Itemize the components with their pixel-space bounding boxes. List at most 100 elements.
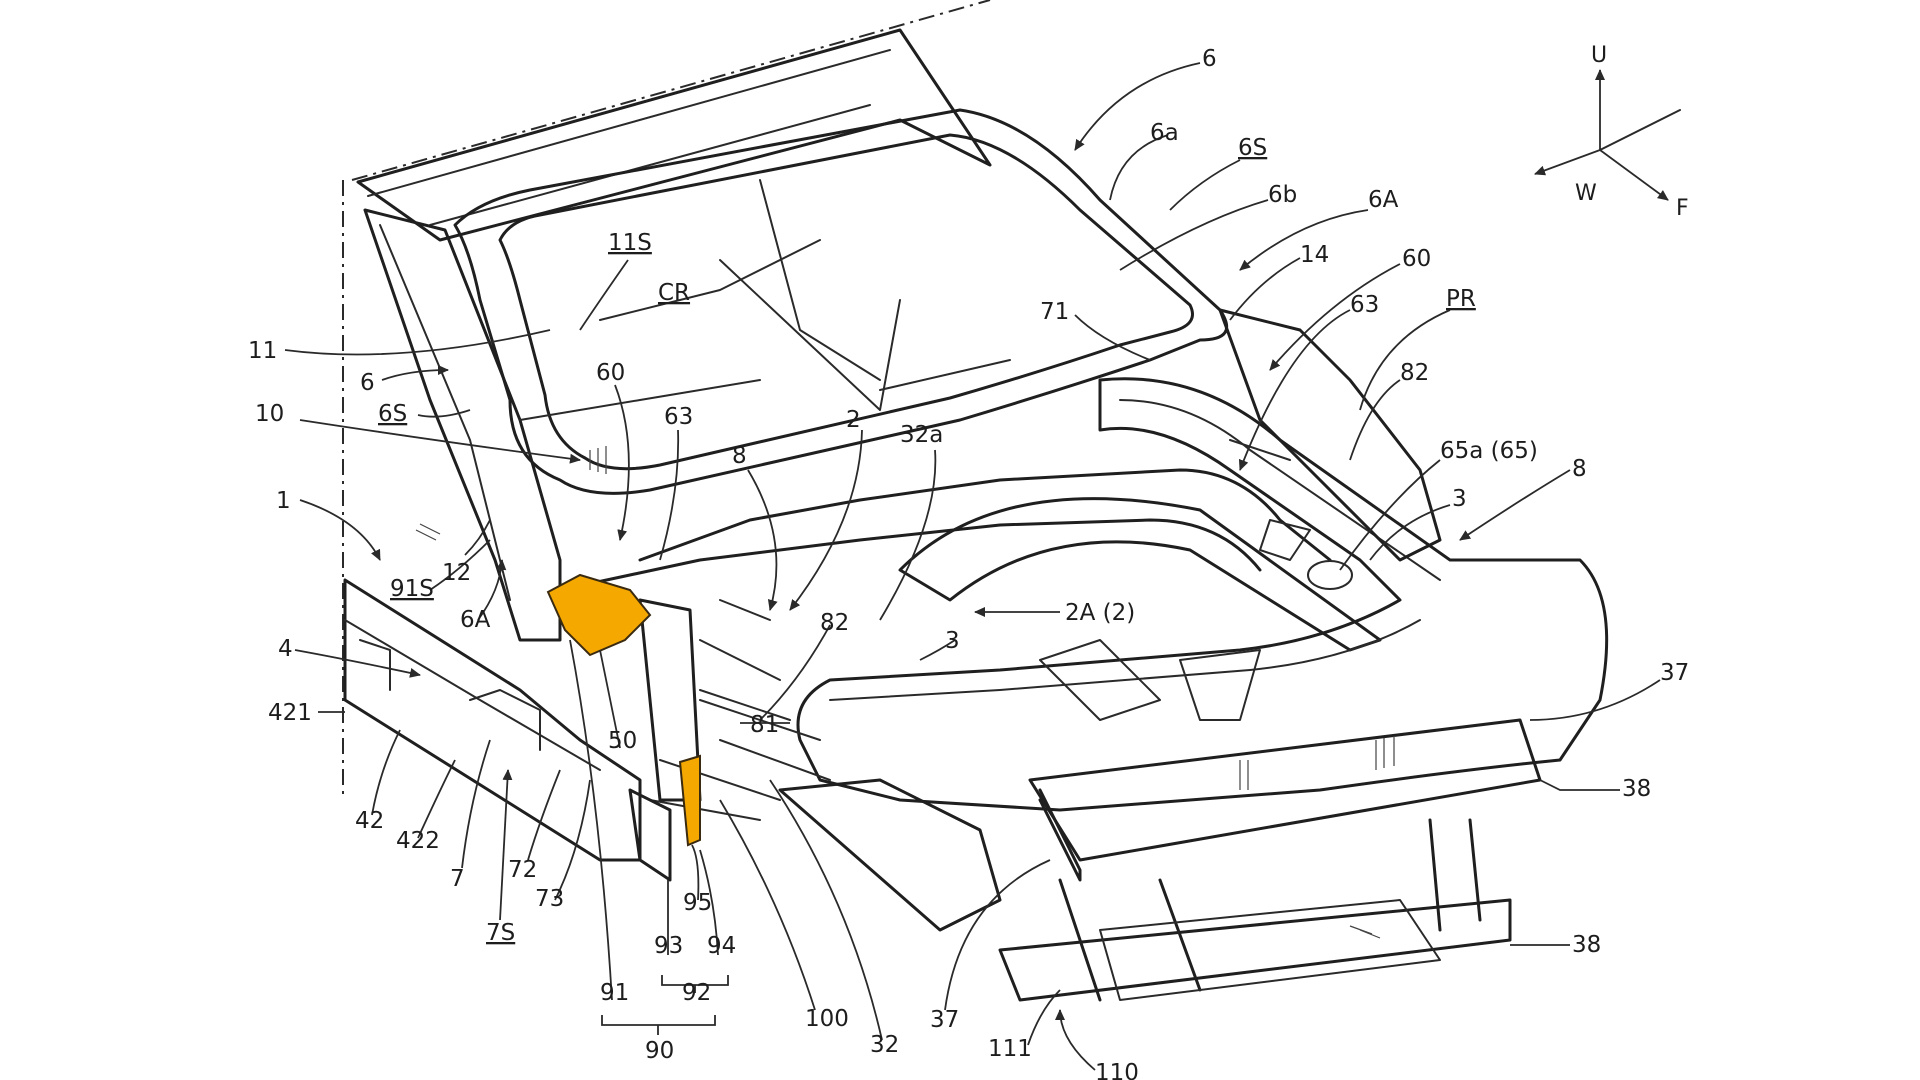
label-6S-right: 6S (1238, 135, 1267, 161)
rear-bumper-beam-upper (1028, 718, 1542, 862)
leader-6A-left (477, 559, 507, 621)
leader-2 (789, 429, 863, 611)
label-2A: 2A (2) (1065, 600, 1135, 626)
axis-front-arrow (1599, 149, 1669, 201)
label-42: 42 (355, 808, 384, 834)
lower-subframe-left (778, 778, 1002, 932)
leader-42 (371, 729, 401, 816)
label-421: 421 (268, 700, 312, 726)
roof-panel (356, 28, 992, 242)
label-1: 1 (276, 488, 291, 514)
lower-link-arms (649, 699, 831, 821)
leader-100 (719, 799, 816, 1011)
axis-width-arrow (1534, 149, 1601, 176)
right-upper-details (1229, 439, 1311, 561)
bumper-lower-tray (1099, 899, 1441, 1001)
leader-14 (1229, 257, 1301, 321)
highlighted-bracket-91 (546, 573, 652, 657)
leader-65a (1339, 459, 1441, 571)
label-7: 7 (450, 866, 465, 892)
label-4: 4 (278, 636, 293, 662)
leader-422 (417, 759, 456, 839)
cabin-shelf-line (519, 379, 761, 421)
shading-hatches (415, 446, 1395, 939)
axis-up-label: U (1591, 43, 1607, 68)
bracket-93 (628, 788, 672, 882)
leader-6S-left (417, 409, 471, 418)
label-PR: PR (1446, 286, 1476, 312)
label-100: 100 (805, 1006, 849, 1032)
leader-7 (461, 739, 491, 869)
label-91S: 91S (390, 576, 434, 602)
label-37-right: 37 (1660, 660, 1689, 686)
shock-mount-hole (1307, 560, 1353, 590)
leader-60-left (614, 384, 630, 541)
label-6A-right: 6A (1368, 187, 1399, 213)
label-6A-left: 6A (460, 607, 491, 633)
leader-91S (429, 539, 491, 591)
leader-6a (1109, 134, 1169, 201)
left-pillar (363, 208, 562, 642)
label-11: 11 (248, 338, 277, 364)
leader-73 (554, 779, 591, 901)
label-6-left: 6 (360, 370, 375, 396)
leader-82-center (759, 624, 831, 721)
leader-32a (879, 449, 937, 621)
highlighted-plate-95 (678, 754, 701, 847)
axis-width-label: W (1575, 181, 1597, 206)
leader-6A-right (1239, 209, 1369, 271)
label-63-left: 63 (664, 404, 693, 430)
label-91: 91 (600, 980, 629, 1006)
leader-63-right (1238, 309, 1351, 471)
label-92: 92 (682, 980, 711, 1006)
rear-center-brackets (1039, 639, 1261, 721)
leader-111 (1027, 989, 1061, 1046)
leader-8-left (747, 469, 778, 611)
leader-10 (299, 419, 581, 464)
label-8-left: 8 (732, 443, 747, 469)
label-6a: 6a (1150, 120, 1179, 146)
label-38-lower: 38 (1572, 932, 1601, 958)
label-73: 73 (535, 886, 564, 912)
label-32: 32 (870, 1032, 899, 1058)
leader-11 (284, 329, 551, 356)
leader-6-top (1074, 62, 1201, 151)
leader-7S (499, 769, 513, 921)
label-60-right: 60 (1402, 246, 1431, 272)
leader-8-right (1459, 469, 1571, 541)
reference-labels: 6 6a 6S 6b 6A 14 60 63 PR 82 65a (65) 3 … (248, 46, 1689, 1080)
leader-38-upper (1539, 779, 1620, 791)
rear-bumper-beam-lower (998, 898, 1512, 1002)
rear-window-inner (498, 133, 1194, 471)
bumper-beam-end (1038, 788, 1082, 882)
rear-window-frame (453, 108, 1229, 495)
leader-60-right (1269, 263, 1401, 371)
axis-diagonal-line (1599, 109, 1681, 151)
rear-crossmember-lower (558, 518, 1262, 592)
cabin-interior-lines (599, 179, 1011, 411)
left-side-sill (343, 578, 642, 862)
axis-front-label: F (1676, 196, 1689, 221)
label-81: 81 (750, 712, 779, 738)
leader-PR (1359, 309, 1451, 411)
leader-91 (569, 639, 613, 1001)
label-110: 110 (1095, 1060, 1139, 1080)
leader-12 (464, 519, 491, 556)
bracket-81-lines (699, 599, 791, 721)
leader-4 (294, 649, 421, 678)
sill-step (469, 689, 541, 751)
label-CR: CR (658, 280, 690, 306)
leader-lines (284, 62, 1661, 1071)
label-6-top: 6 (1202, 46, 1217, 72)
rear-crossmember-upper (638, 468, 1332, 562)
label-11S: 11S (608, 230, 652, 256)
brace-92 (661, 975, 729, 993)
left-pillar-inner (379, 224, 511, 601)
label-82-center: 82 (820, 610, 849, 636)
leader-72 (527, 769, 561, 861)
label-95: 95 (683, 890, 712, 916)
roof-edge-lines (367, 49, 891, 226)
label-14: 14 (1300, 242, 1329, 268)
label-2: 2 (846, 407, 861, 433)
